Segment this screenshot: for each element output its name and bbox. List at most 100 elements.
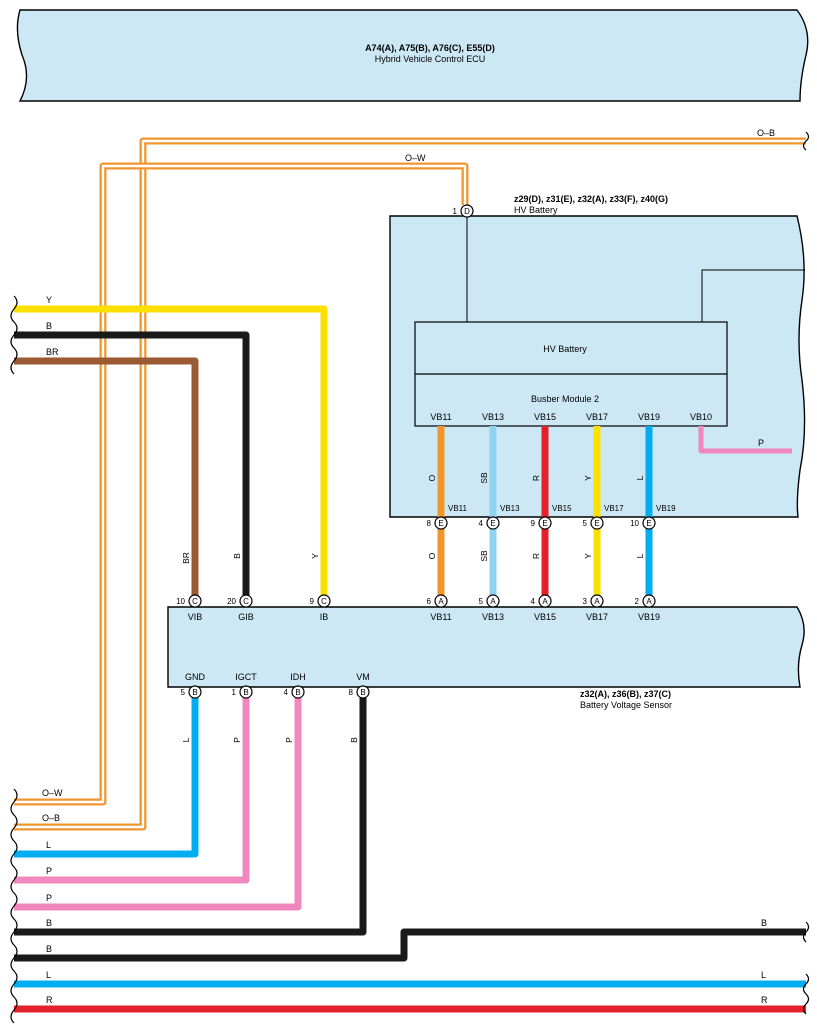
sensor-panel bbox=[167, 606, 805, 688]
wire-l-gnd bbox=[14, 698, 199, 858]
pin-sensor-5-b: 5 B bbox=[181, 685, 202, 699]
svg-text:C: C bbox=[243, 597, 249, 606]
wire-p-igct bbox=[14, 698, 250, 884]
sensor-term-vb15: VB15 bbox=[534, 612, 556, 622]
svg-text:D: D bbox=[464, 207, 470, 216]
ecu-panel bbox=[16, 9, 809, 102]
sensor-term-vb11: VB11 bbox=[430, 612, 451, 622]
svg-text:VB15: VB15 bbox=[552, 504, 572, 513]
svg-text:A: A bbox=[542, 597, 548, 606]
break-mark-left-bottom bbox=[10, 788, 18, 1024]
label-o-w-top: O–W bbox=[405, 153, 426, 163]
pin-hv-1-d: 1 D bbox=[453, 204, 474, 218]
pin-sensor-10-c: 10 C bbox=[176, 594, 202, 608]
svg-text:B: B bbox=[295, 688, 300, 697]
pin-sensor-3-a: 3 A bbox=[583, 594, 604, 608]
label-sb-between: SB bbox=[479, 550, 489, 562]
svg-text:20: 20 bbox=[227, 597, 236, 606]
pin-sensor-2-a: 2 A bbox=[635, 594, 656, 608]
svg-text:E: E bbox=[490, 519, 495, 528]
sensor-term-gnd: GND bbox=[185, 672, 206, 682]
label-o-b-left: O–B bbox=[42, 813, 60, 823]
label-b-right: B bbox=[761, 918, 767, 928]
svg-text:4: 4 bbox=[284, 688, 289, 697]
svg-text:A: A bbox=[646, 597, 652, 606]
svg-text:VB13: VB13 bbox=[500, 504, 520, 513]
label-l-below: L bbox=[181, 737, 191, 742]
module-term-vb10: VB10 bbox=[690, 412, 712, 422]
label-br-vertical: BR bbox=[181, 552, 191, 564]
wire-b-lower bbox=[14, 928, 806, 962]
svg-text:VB19: VB19 bbox=[656, 504, 676, 513]
label-l-left: L bbox=[46, 840, 51, 850]
wire-br bbox=[14, 357, 199, 596]
label-b-left-2: B bbox=[46, 918, 52, 928]
wire-o-w bbox=[14, 162, 469, 806]
ecu-connector-label: A74(A), A75(B), A76(C), E55(D) bbox=[365, 43, 495, 53]
sensor-term-ib: IB bbox=[320, 612, 329, 622]
wire-y bbox=[14, 305, 328, 596]
pin-hv-5-e: 5 E VB17 bbox=[583, 504, 624, 530]
label-l-right: L bbox=[761, 970, 766, 980]
svg-text:10: 10 bbox=[630, 519, 639, 528]
hv-battery-name-label: HV Battery bbox=[514, 205, 558, 215]
svg-text:6: 6 bbox=[427, 597, 432, 606]
ecu-name-label: Hybrid Vehicle Control ECU bbox=[375, 54, 486, 64]
sensor-term-vb13: VB13 bbox=[482, 612, 504, 622]
label-b-left-3: B bbox=[46, 944, 52, 954]
svg-text:E: E bbox=[646, 519, 651, 528]
wire-labels: O–B O–W Y B BR P O–W O–B L P P B B B L L… bbox=[42, 128, 775, 1005]
svg-text:B: B bbox=[192, 688, 197, 697]
label-r-left: R bbox=[46, 995, 53, 1005]
svg-text:A: A bbox=[438, 597, 444, 606]
label-l-left-2: L bbox=[46, 970, 51, 980]
connector-pins: 1 D 8 E VB11 4 E VB13 9 E VB15 5 E VB17 bbox=[176, 204, 676, 699]
label-y-left: Y bbox=[46, 295, 52, 305]
svg-text:E: E bbox=[542, 519, 547, 528]
label-y-between: Y bbox=[583, 553, 593, 559]
pin-sensor-1-b: 1 B bbox=[232, 685, 253, 699]
pin-sensor-4-a: 4 A bbox=[531, 594, 552, 608]
svg-text:2: 2 bbox=[635, 597, 640, 606]
svg-text:B: B bbox=[360, 688, 365, 697]
label-b-left: B bbox=[46, 321, 52, 331]
wire-b-vm bbox=[14, 698, 367, 936]
hybrid-vehicle-control-ecu: A74(A), A75(B), A76(C), E55(D) Hybrid Ve… bbox=[16, 9, 809, 102]
label-y-battery: Y bbox=[583, 475, 593, 481]
label-p-below-1: P bbox=[232, 737, 242, 743]
svg-text:A: A bbox=[490, 597, 496, 606]
svg-text:C: C bbox=[321, 597, 327, 606]
label-br-left: BR bbox=[46, 347, 59, 357]
svg-text:E: E bbox=[594, 519, 599, 528]
svg-text:5: 5 bbox=[181, 688, 186, 697]
svg-text:5: 5 bbox=[583, 519, 588, 528]
pin-hv-4-e: 4 E VB13 bbox=[479, 504, 520, 530]
pin-sensor-4-b: 4 B bbox=[284, 685, 305, 699]
break-marks bbox=[10, 131, 810, 1024]
internal-line-right bbox=[701, 269, 805, 322]
sensor-term-vb19: VB19 bbox=[638, 612, 660, 622]
label-r-between: R bbox=[531, 553, 541, 559]
sensor-connector-label: z32(A), z36(B), z37(C) bbox=[580, 689, 671, 699]
pin-sensor-6-a: 6 A bbox=[427, 594, 448, 608]
label-o-b-top: O–B bbox=[757, 128, 775, 138]
hv-battery-inner-label: HV Battery bbox=[543, 344, 587, 354]
svg-text:VB17: VB17 bbox=[604, 504, 624, 513]
hv-battery-connector-label: z29(D), z31(E), z32(A), z33(F), z40(G) bbox=[514, 194, 668, 204]
label-l-battery: L bbox=[635, 475, 645, 480]
busbar-module-label: Busber Module 2 bbox=[531, 394, 599, 404]
sensor-term-idh: IDH bbox=[290, 672, 306, 682]
label-o-between: O bbox=[427, 552, 437, 559]
svg-text:4: 4 bbox=[479, 519, 484, 528]
label-o-battery: O bbox=[427, 474, 437, 481]
svg-text:C: C bbox=[192, 597, 198, 606]
module-term-vb19: VB19 bbox=[638, 412, 660, 422]
break-mark-left-top bbox=[10, 295, 18, 375]
svg-text:8: 8 bbox=[427, 519, 432, 528]
label-sb-battery: SB bbox=[479, 472, 489, 484]
label-p-left-2: P bbox=[46, 893, 52, 903]
sensor-name-label: Battery Voltage Sensor bbox=[580, 700, 672, 710]
pin-sensor-20-c: 20 C bbox=[227, 594, 253, 608]
module-term-vb15: VB15 bbox=[534, 412, 556, 422]
